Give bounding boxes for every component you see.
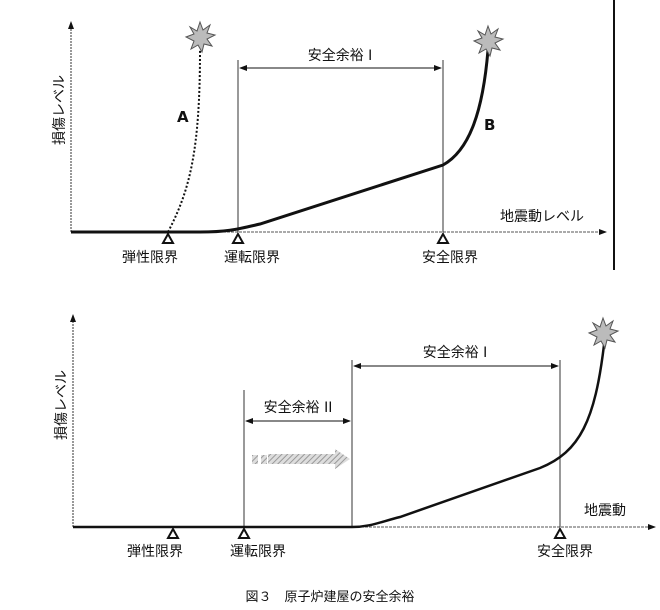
elastic-limit-marker [166,526,180,539]
curve-b [71,49,490,234]
y-axis-label: 損傷レベル [52,75,68,145]
elastic-limit-marker [161,231,175,244]
y-axis-label: 損傷レベル [54,370,70,440]
margin-1-label: 安全余裕 I [308,47,373,64]
safety-limit-marker [436,231,450,244]
curve-a-label: A [177,108,189,126]
margin-shift-arrow [252,449,350,469]
top-panel: 損傷レベル 地震動レベル 安全余裕 I A B 弾性限界 運転限界 安全限界 [52,0,615,270]
failure-burst-icon [587,316,620,350]
elastic-limit-label: 弾性限界 [122,250,178,266]
safety-limit-label: 安全限界 [537,543,593,560]
operating-limit-marker [231,231,245,244]
elastic-limit-label: 弾性限界 [127,544,183,560]
curve-b-label: B [484,116,495,134]
margin-1-label: 安全余裕 I [423,344,488,361]
operating-limit-marker [237,526,251,539]
bottom-panel: 損傷レベル 地震動 安全余裕 I 安全余裕 II 弾性限界 運転限界 安全限界 [54,314,656,560]
safety-limit-marker [553,526,567,539]
damage-curve [73,344,606,529]
failure-burst-icon [472,24,505,58]
safety-limit-label: 安全限界 [422,249,478,266]
failure-burst-icon [184,20,217,54]
margin-2-label: 安全余裕 II [264,399,333,416]
x-axis-label: 地震動レベル [500,209,584,225]
x-axis-label: 地震動 [584,503,626,519]
operating-limit-label: 運転限界 [230,544,286,560]
operating-limit-label: 運転限界 [224,250,280,266]
figure-caption: 図３ 原子炉建屋の安全余裕 [245,589,414,605]
curve-a [167,49,201,233]
